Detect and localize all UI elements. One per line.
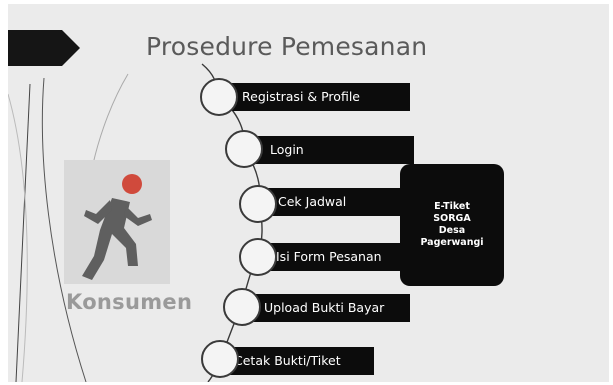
step-upload: Upload Bukti Bayar: [244, 294, 410, 322]
step-circle: [223, 288, 261, 326]
output-line: E-Tiket: [434, 201, 470, 212]
step-cek-jadwal: Cek Jadwal: [260, 188, 414, 216]
step-circle: [239, 185, 277, 223]
consumer-icon-box: [64, 160, 170, 284]
output-line: Pagerwangi: [420, 237, 484, 248]
step-circle: [239, 238, 277, 276]
header-arrow: [8, 30, 80, 66]
output-line: SORGA: [433, 213, 471, 224]
actor-label: Konsumen: [66, 290, 193, 314]
step-circle: [225, 130, 263, 168]
decor-line: [15, 83, 31, 382]
slide: Prosedure Pemesanan Registrasi & Profile…: [8, 4, 609, 382]
output-line: Desa: [438, 225, 466, 236]
step-label: Cetak Bukti/Tiket: [234, 353, 341, 368]
step-label: Login: [270, 142, 304, 157]
output-eticket-box: E-Tiket SORGA Desa Pagerwangi: [400, 164, 504, 286]
step-label: Registrasi & Profile: [242, 89, 360, 104]
step-registrasi: Registrasi & Profile: [222, 83, 410, 111]
decor-line: [8, 93, 28, 382]
step-cetak: Cetak Bukti/Tiket: [222, 347, 374, 375]
decor-line: [41, 77, 87, 382]
step-login: Login: [246, 136, 414, 164]
running-person-icon: [82, 174, 152, 280]
step-label: Upload Bukti Bayar: [264, 300, 385, 315]
step-label: Cek Jadwal: [278, 194, 347, 209]
step-circle: [201, 340, 239, 378]
step-circle: [200, 78, 238, 116]
slide-title: Prosedure Pemesanan: [146, 32, 428, 61]
step-isi-form: Isi Form Pesanan: [260, 243, 410, 271]
step-label: Isi Form Pesanan: [276, 249, 382, 264]
